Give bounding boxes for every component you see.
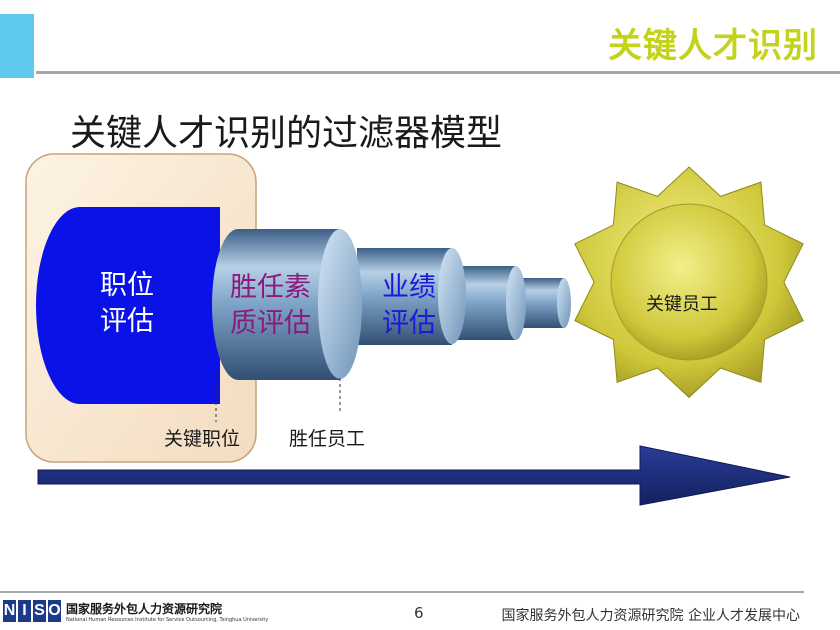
stage2-cylinder bbox=[212, 229, 362, 380]
stage3-label: 业绩 评估 bbox=[382, 270, 436, 342]
logo-letter-s: S bbox=[33, 600, 46, 622]
niso-logo: N I S O bbox=[3, 600, 63, 622]
page-number: 6 bbox=[414, 604, 424, 622]
stage3-cylinder bbox=[357, 248, 466, 345]
stage1-cylinder bbox=[36, 207, 221, 404]
diagram-heading: 关键人才识别的过滤器模型 bbox=[70, 113, 503, 154]
slide-title: 关键人才识别 bbox=[608, 26, 818, 66]
marker1-label: 关键职位 bbox=[164, 428, 241, 450]
progress-arrow bbox=[37, 445, 791, 506]
stage2-label: 胜任素 质评估 bbox=[230, 270, 311, 342]
stage1-label-line1: 职位 bbox=[100, 270, 154, 301]
logo-letter-o: O bbox=[48, 600, 61, 622]
org-name-english: National Human Resources Institute for S… bbox=[66, 617, 269, 623]
org-name: 国家服务外包人力资源研究院 bbox=[66, 602, 223, 616]
footer-center-name: 国家服务外包人力资源研究院 企业人才发展中心 bbox=[501, 608, 800, 624]
top-divider bbox=[36, 71, 840, 74]
stage1-label: 职位 评估 bbox=[100, 268, 154, 340]
stage1-label-line2: 评估 bbox=[100, 306, 154, 337]
filter-model-diagram bbox=[25, 153, 804, 506]
stage2-label-line2: 质评估 bbox=[230, 308, 311, 339]
stage3-label-line1: 业绩 bbox=[382, 272, 436, 303]
logo-letter-n: N bbox=[3, 600, 16, 622]
stage2-label-line1: 胜任素 bbox=[230, 272, 311, 303]
result-label: 关键员工 bbox=[646, 294, 718, 315]
marker2-label: 胜任员工 bbox=[289, 428, 366, 450]
bottom-divider bbox=[0, 591, 804, 593]
stage3-label-line2: 评估 bbox=[382, 308, 436, 339]
logo-letter-i: I bbox=[18, 600, 31, 622]
key-employee-burst bbox=[574, 166, 804, 399]
accent-bar bbox=[0, 14, 34, 78]
